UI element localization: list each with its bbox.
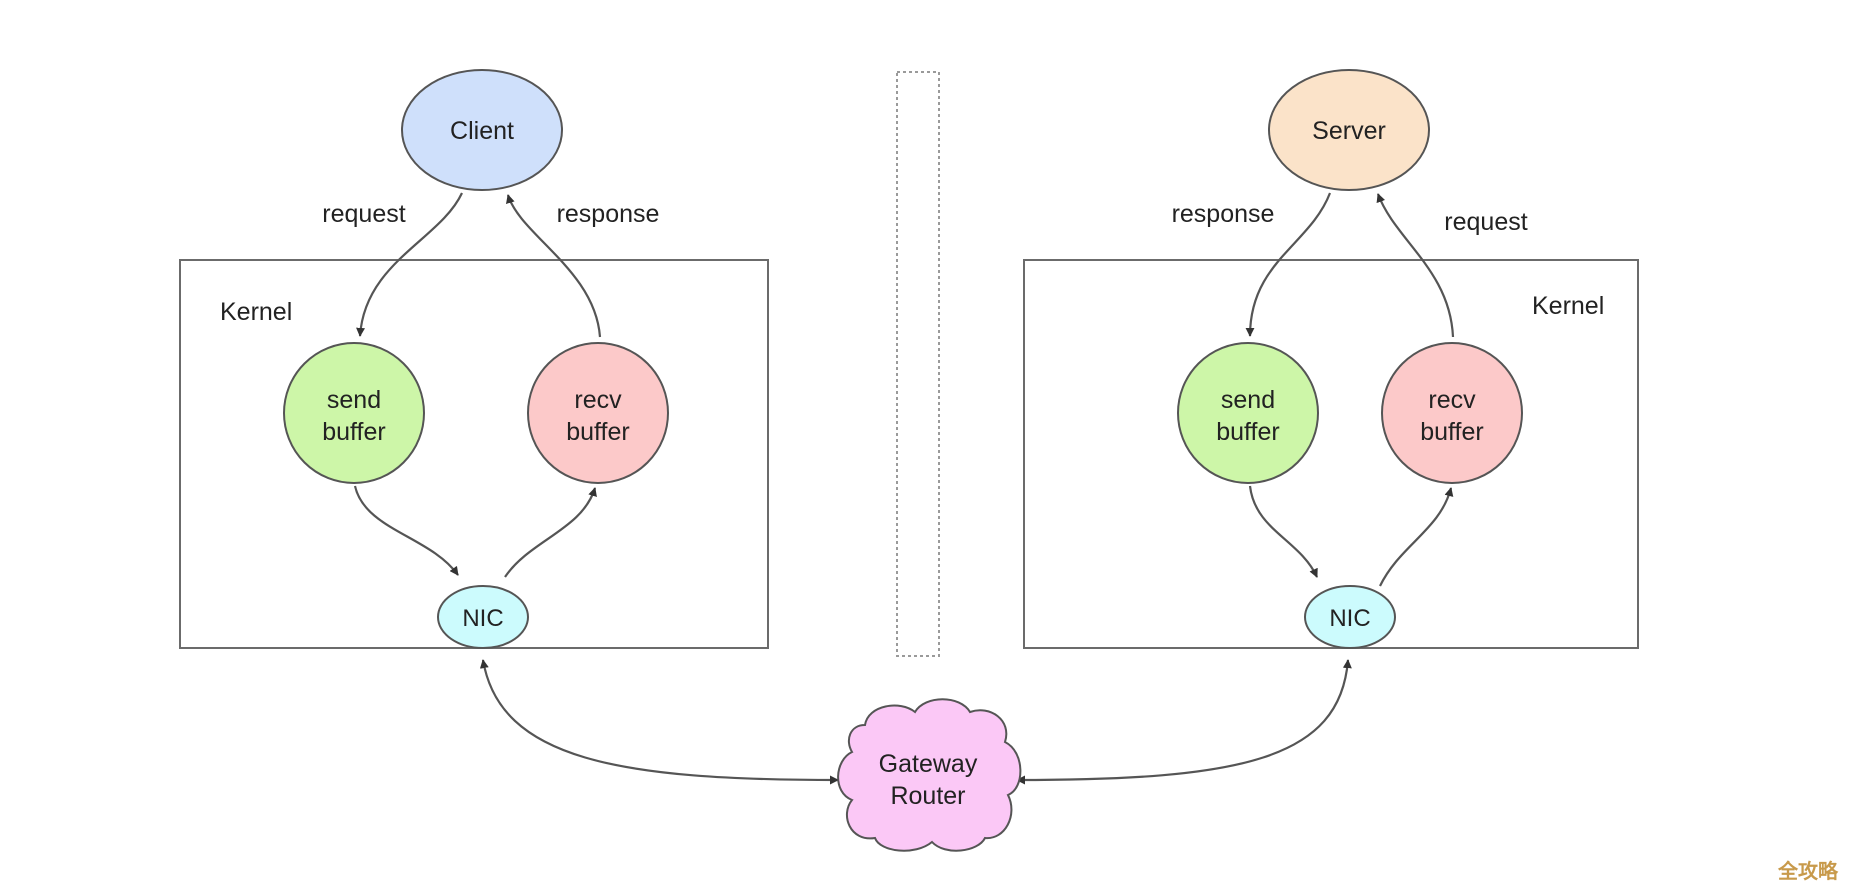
left-send-buffer-node bbox=[283, 342, 425, 484]
right-recv-buffer-line1: recv bbox=[1428, 386, 1476, 414]
left-nic-router-link bbox=[479, 659, 839, 785]
right-recv-buffer-node bbox=[1381, 342, 1523, 484]
left-nic-label: NIC bbox=[462, 605, 503, 632]
server-node bbox=[1268, 69, 1430, 191]
right-kernel-box bbox=[1023, 259, 1639, 649]
client-label: Client bbox=[450, 117, 514, 145]
left-send-buffer-line2: buffer bbox=[322, 418, 385, 446]
left-send-buffer-line1: send bbox=[327, 386, 381, 414]
left-recv-buffer-line1: recv bbox=[574, 386, 622, 414]
right-send-buffer-line2: buffer bbox=[1216, 418, 1279, 446]
watermark: 全攻略 bbox=[1778, 859, 1838, 883]
right-send-buffer-node bbox=[1177, 342, 1319, 484]
client-node bbox=[401, 69, 563, 191]
right-send-to-nic-arrow bbox=[1248, 485, 1318, 578]
left-nic-to-recv-arrow bbox=[504, 487, 597, 578]
left-send-to-nic-arrow bbox=[353, 485, 459, 576]
right-nic-to-recv-arrow bbox=[1379, 487, 1454, 587]
right-nic-node bbox=[1304, 585, 1396, 649]
right-recv-buffer-line2: buffer bbox=[1420, 418, 1483, 446]
router-line1: Gateway bbox=[879, 750, 978, 778]
left-request-arrow bbox=[356, 192, 463, 337]
right-send-buffer-line1: send bbox=[1221, 386, 1275, 414]
right-request-arrow bbox=[1376, 193, 1455, 338]
separator-bar bbox=[896, 71, 940, 657]
left-nic-node bbox=[437, 585, 529, 649]
gateway-router-cloud bbox=[837, 698, 1022, 852]
left-response-label: response bbox=[557, 200, 660, 228]
left-kernel-label: Kernel bbox=[220, 298, 292, 326]
right-request-label: request bbox=[1444, 208, 1527, 236]
right-kernel-label: Kernel bbox=[1532, 292, 1604, 320]
router-line2: Router bbox=[890, 782, 965, 810]
right-nic-label: NIC bbox=[1329, 605, 1370, 632]
right-nic-router-link bbox=[1016, 659, 1352, 785]
right-response-arrow bbox=[1245, 192, 1332, 337]
right-response-label: response bbox=[1172, 200, 1275, 228]
server-label: Server bbox=[1312, 117, 1386, 145]
left-recv-buffer-node bbox=[527, 342, 669, 484]
left-request-label: request bbox=[322, 200, 405, 228]
left-recv-buffer-line2: buffer bbox=[566, 418, 629, 446]
left-response-arrow bbox=[506, 194, 602, 338]
